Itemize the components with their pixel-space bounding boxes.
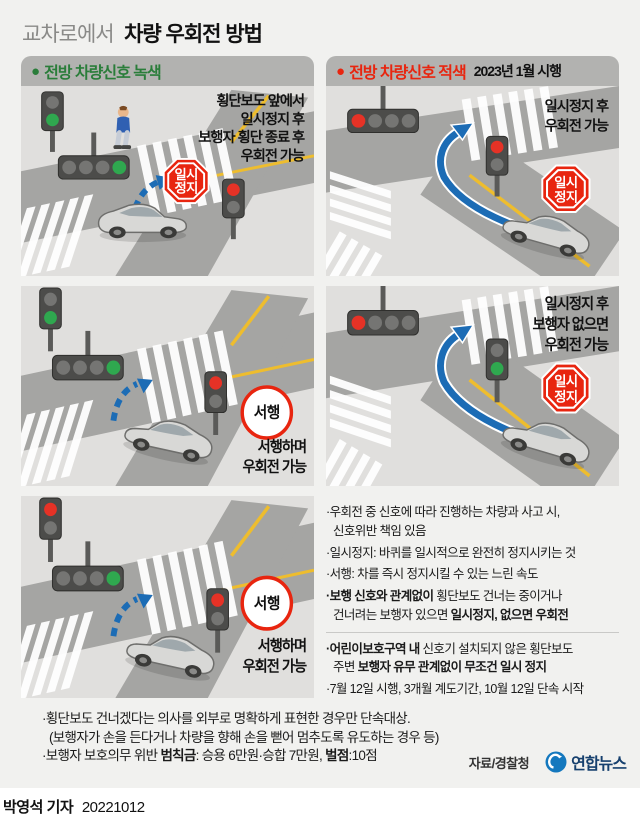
svg-text:우회전 가능: 우회전 가능 [243,458,307,475]
note-enforcement-dates: ·7월 12일 시행, 3개월 계도기간, 10월 12일 단속 시작 [326,682,584,696]
credit-line: 박영석 기자 20221012 [0,788,640,817]
panel3-caption: 서행하며 우회전 가능 [243,438,308,476]
note-school-zone: ·어린이보호구역 내 신호기 설치되지 않은 횡단보도 주변 보행자 유무 관계… [326,640,619,678]
panel-red-stop-then-turn: 일시 정지 일시정지 후 우회전 가능 [326,86,619,276]
note-line: 주변 [333,660,358,675]
footnote-segment: : 승용 6만원·승합 7만원, [195,748,326,764]
column-green-signal: ● 전방 차량신호 녹색 [21,56,314,698]
stop-sign-line1: 일시 [554,175,577,190]
panel4-caption: 일시정지 후 보행자 없으면 우회전 가능 [532,294,609,353]
svg-text:우회전 가능: 우회전 가능 [241,148,306,164]
slow-sign-label: 서행 [254,595,280,612]
stop-sign-line2: 정지 [174,180,197,196]
header-green-signal: ● 전방 차량신호 녹색 [21,56,314,86]
reporter-name: 박영석 기자 [3,799,74,816]
stop-sign-line2: 정지 [554,188,577,204]
slow-sign: 서행 [240,575,294,631]
panel1-caption: 횡단보도 앞에서 일시정지 후 보행자 횡단 종료 후 우회전 가능 [198,92,306,164]
source-label: 자료/경찰청 [468,755,530,771]
svg-text:일시정지 후: 일시정지 후 [545,294,609,312]
panel-red-no-pedestrian-turn: 일시 정지 일시정지 후 보행자 없으면 우회전 가능 [326,286,619,486]
note-line: 신호기 설치되지 않은 횡단보도 [419,641,574,656]
header-red-label: 전방 차량신호 적색 [349,65,467,82]
effective-date: 2023년 1월 시행 [473,63,562,79]
header-red-signal: ● 전방 차량신호 적색 2023년 1월 시행 [326,56,619,86]
stop-sign: 일시 정지 [162,157,210,205]
slow-sign: 서행 [240,385,294,440]
stop-sign: 일시 정지 [541,164,591,214]
panel-green-slow-turn: 서행 서행하며 우회전 가능 [21,286,314,486]
rules-notes: ·우회전 중 신호에 따라 진행하는 차량과 사고 시, 신호위반 책임 있음 … [326,496,619,698]
note-line: 신호위반 책임 있음 [333,523,427,538]
notes-divider [326,631,619,633]
red-dot-icon: ● [336,62,346,80]
note-pedestrian-rule: ·보행 신호와 관계없이 횡단보도 건너는 중이거나 건너려는 보행자 있으면 … [326,587,619,625]
svg-text:보행자 횡단 종료 후: 보행자 횡단 종료 후 [198,129,305,145]
stop-sign-line1: 일시 [174,167,197,182]
svg-text:우회전 가능: 우회전 가능 [243,658,307,675]
header-green-label: 전방 차량신호 녹색 [44,65,162,82]
footnote-bold: 벌점 [325,748,349,764]
svg-text:횡단보도 앞에서: 횡단보도 앞에서 [216,92,304,108]
note-bold: 일시정지, 없으면 우회전 [450,607,569,622]
slow-sign-label: 서행 [254,404,280,421]
panel-green-slow-turn-red-ped: 서행 서행하며 우회전 가능 [21,496,314,698]
note-bold: 보행자 유무 관계없이 무조건 일시 정지 [357,660,547,675]
svg-text:우회전 가능: 우회전 가능 [545,336,609,353]
credit-date: 20221012 [81,799,145,816]
column-red-signal: ● 전방 차량신호 적색 2023년 1월 시행 [326,56,619,698]
footnote-crossing-example: (보행자가 손을 든다거나 차량을 향해 손을 뻗어 멈추도록 유도하는 경우 … [49,729,439,745]
stop-sign-line2: 정지 [554,388,577,404]
note-line: ·우회전 중 신호에 따라 진행하는 차량과 사고 시, [326,505,560,519]
svg-text:서행하며: 서행하며 [258,438,306,455]
note-stop-definition: ·일시정지: 바퀴를 일시적으로 완전히 정지시키는 것 [326,545,576,560]
dashed-turn-arrow [110,378,153,422]
footnote-crossing-intent: ·횡단보도 건너겠다는 의사를 외부로 명확하게 표현한 경우만 단속대상. [42,711,411,726]
title-prefix: 교차로에서 [22,23,115,46]
stop-sign: 일시 정지 [541,362,591,414]
svg-text:보행자 없으면: 보행자 없으면 [532,316,608,333]
page-title: 교차로에서 차량 우회전 방법 [0,0,640,56]
note-accident-liability: ·우회전 중 신호에 따라 진행하는 차량과 사고 시, 신호위반 책임 있음 [326,503,619,541]
panel-green-pedestrian-crossing: 일시 정지 횡단보도 앞에서 일시정지 후 보행자 횡단 종료 후 우회전 가능 [21,86,314,276]
note-line: 건너려는 보행자 있으면 [333,607,451,622]
green-dot-icon: ● [31,62,41,80]
stop-sign-line1: 일시 [554,374,577,389]
footnote-penalty: ·보행자 보호의무 위반 범칙금: 승용 6만원·승합 7만원, 벌점:10점 [42,747,640,766]
title-main: 차량 우회전 방법 [124,23,263,46]
note-bold: ·보행 신호와 관계없이 [326,589,434,603]
yonhap-logo-text: 연합뉴스 [571,756,627,773]
yonhap-logo: 연합뉴스 [545,750,627,774]
dashed-turn-arrow [110,593,153,637]
svg-text:서행하며: 서행하며 [258,637,307,654]
panel2-caption: 일시정지 후 우회전 가능 [545,98,611,134]
yonhap-logo-icon [545,751,567,773]
footer: ·횡단보도 건너겠다는 의사를 외부로 명확하게 표현한 경우만 단속대상. (… [0,698,640,784]
footnote-bold: 범칙금 [160,748,196,764]
footnote-segment: :10점 [348,748,378,764]
svg-text:일시정지 후: 일시정지 후 [241,111,306,127]
footnote-segment: ·보행자 보호의무 위반 [42,748,161,764]
svg-text:일시정지 후: 일시정지 후 [545,98,610,114]
panel5-caption: 서행하며 우회전 가능 [243,637,308,675]
svg-text:우회전 가능: 우회전 가능 [545,118,610,134]
note-line: 횡단보도 건너는 중이거나 [433,589,562,603]
note-slow-definition: ·서행: 차를 즉시 정지시킬 수 있는 느린 속도 [326,567,538,582]
note-bold: ·어린이보호구역 내 [326,641,420,656]
graphic-body: 교차로에서 차량 우회전 방법 ● 전방 차량신호 녹색 [0,0,640,788]
